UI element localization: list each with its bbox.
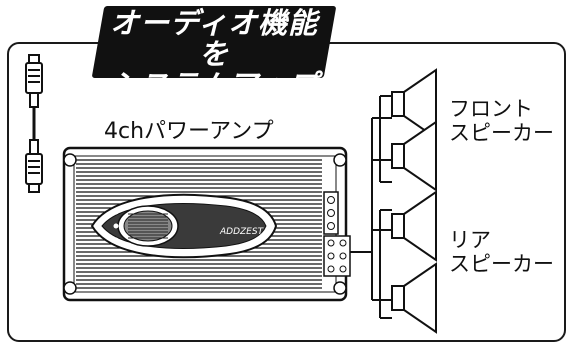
rear-speaker-icon bbox=[391, 190, 437, 334]
rear-label-line-2: スピーカー bbox=[449, 252, 554, 276]
title-line-1: オーディオ機能を bbox=[110, 6, 318, 71]
amp-brand-text: ADDZEST bbox=[219, 227, 265, 237]
title-line-2: システムアップ bbox=[109, 68, 319, 102]
speaker-wiring bbox=[350, 95, 392, 319]
amplifier-illustration: ADDZEST bbox=[62, 146, 351, 302]
front-label-line-2: スピーカー bbox=[449, 121, 554, 145]
rca-cable-icon bbox=[25, 54, 43, 193]
rear-label-line-1: リア bbox=[449, 228, 491, 252]
front-label-line-1: フロント bbox=[449, 97, 533, 121]
title-text: オーディオ機能を システムアップ bbox=[96, 8, 332, 101]
front-speaker-label: フロント スピーカー bbox=[449, 97, 554, 145]
amplifier-label: 4chパワーアンプ bbox=[104, 119, 274, 144]
rear-speaker-label: リア スピーカー bbox=[449, 228, 554, 276]
front-speaker-icon bbox=[391, 68, 437, 192]
